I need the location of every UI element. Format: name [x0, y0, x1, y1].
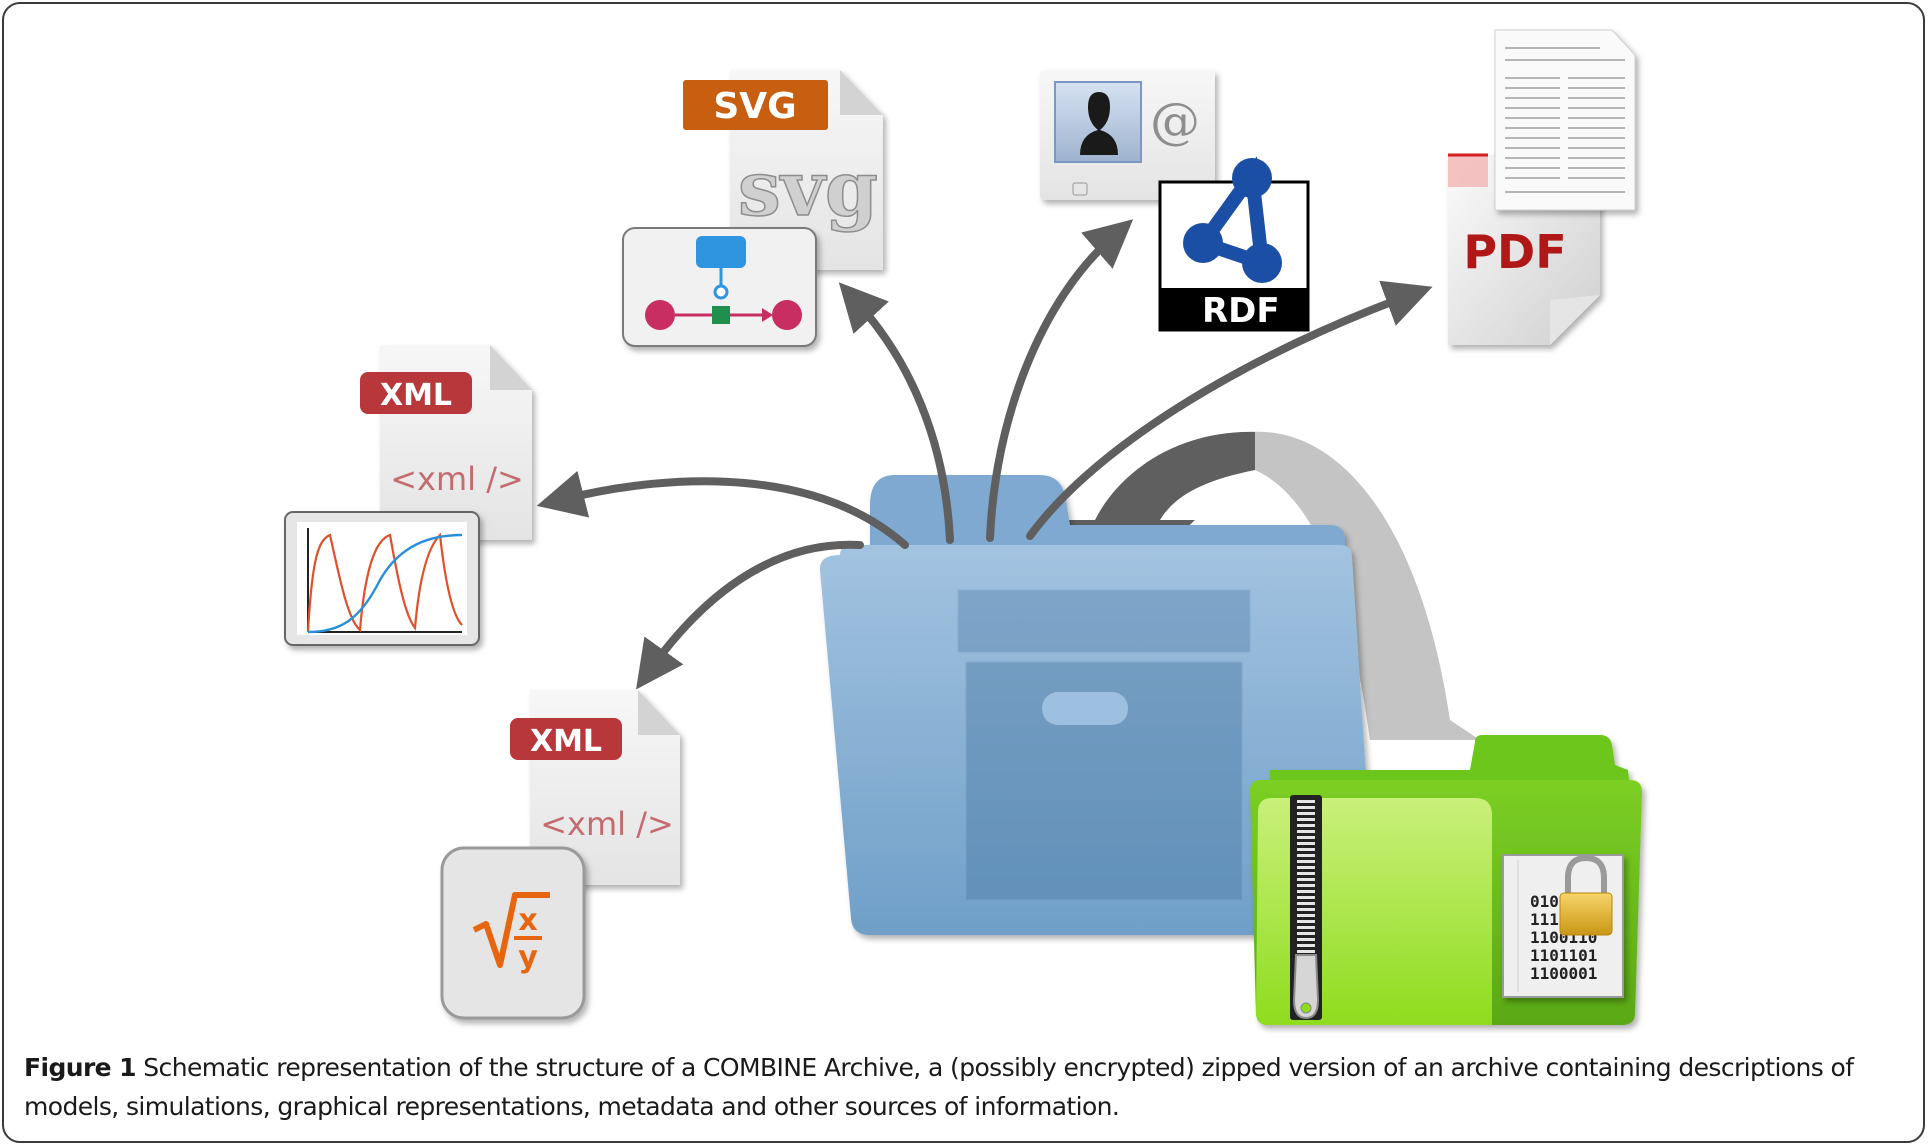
svg-file-icon: SVG svg [683, 70, 883, 270]
svg-glyph: svg [738, 144, 878, 233]
paper-document-icon [1494, 29, 1636, 211]
model-xml-tag: <xml /> [540, 805, 674, 843]
person-silhouette-icon [1080, 92, 1118, 155]
archive-folder [819, 475, 1376, 935]
binary-line: 111 [1530, 910, 1559, 929]
formula-denominator: y [518, 940, 538, 975]
formula-numerator: x [518, 903, 537, 938]
rdf-label: RDF [1202, 291, 1280, 331]
simulation-xml-file-icon: XML <xml /> [360, 345, 532, 540]
rdf-icon: RDF [1158, 156, 1310, 332]
sbgn-diagram-icon [622, 227, 817, 347]
pdf-label: PDF [1463, 225, 1566, 279]
figure-caption-text: Schematic representation of the structur… [24, 1053, 1854, 1121]
binary-data: 010 111 1100110 1101101 1100001 [1530, 892, 1597, 983]
model-xml-badge-label: XML [530, 724, 602, 759]
svg-badge [683, 80, 828, 130]
binary-line: 1101101 [1530, 946, 1597, 965]
math-formula-icon: x y [440, 846, 586, 1020]
simulation-plot-icon [284, 511, 480, 646]
arrow-to-model-xml [636, 540, 864, 690]
sim-xml-tag: <xml /> [390, 460, 524, 498]
contact-card-icon: @ [1040, 70, 1215, 200]
zipper-pull-icon [1292, 954, 1320, 1020]
figure-label: Figure 1 [24, 1053, 137, 1082]
at-symbol: @ [1150, 92, 1200, 150]
arrow-to-pdf [1026, 280, 1433, 540]
svg-badge-label: SVG [713, 86, 796, 127]
model-xml-file-icon: XML <xml /> [510, 690, 680, 885]
encrypted-file-icon: 010 111 1100110 1101101 1100001 [1502, 854, 1624, 998]
arrow-to-svg [838, 282, 954, 544]
binary-line: 010 [1530, 892, 1559, 911]
connector-arrows [536, 219, 1433, 690]
figure-caption: Figure 1 Schematic representation of the… [24, 1048, 1904, 1126]
binary-line: 1100001 [1530, 964, 1597, 983]
sim-xml-badge-label: XML [380, 378, 452, 413]
padlock-icon [1559, 854, 1613, 936]
arrow-to-sim-xml [536, 470, 909, 549]
arrow-to-metadata [986, 219, 1134, 542]
